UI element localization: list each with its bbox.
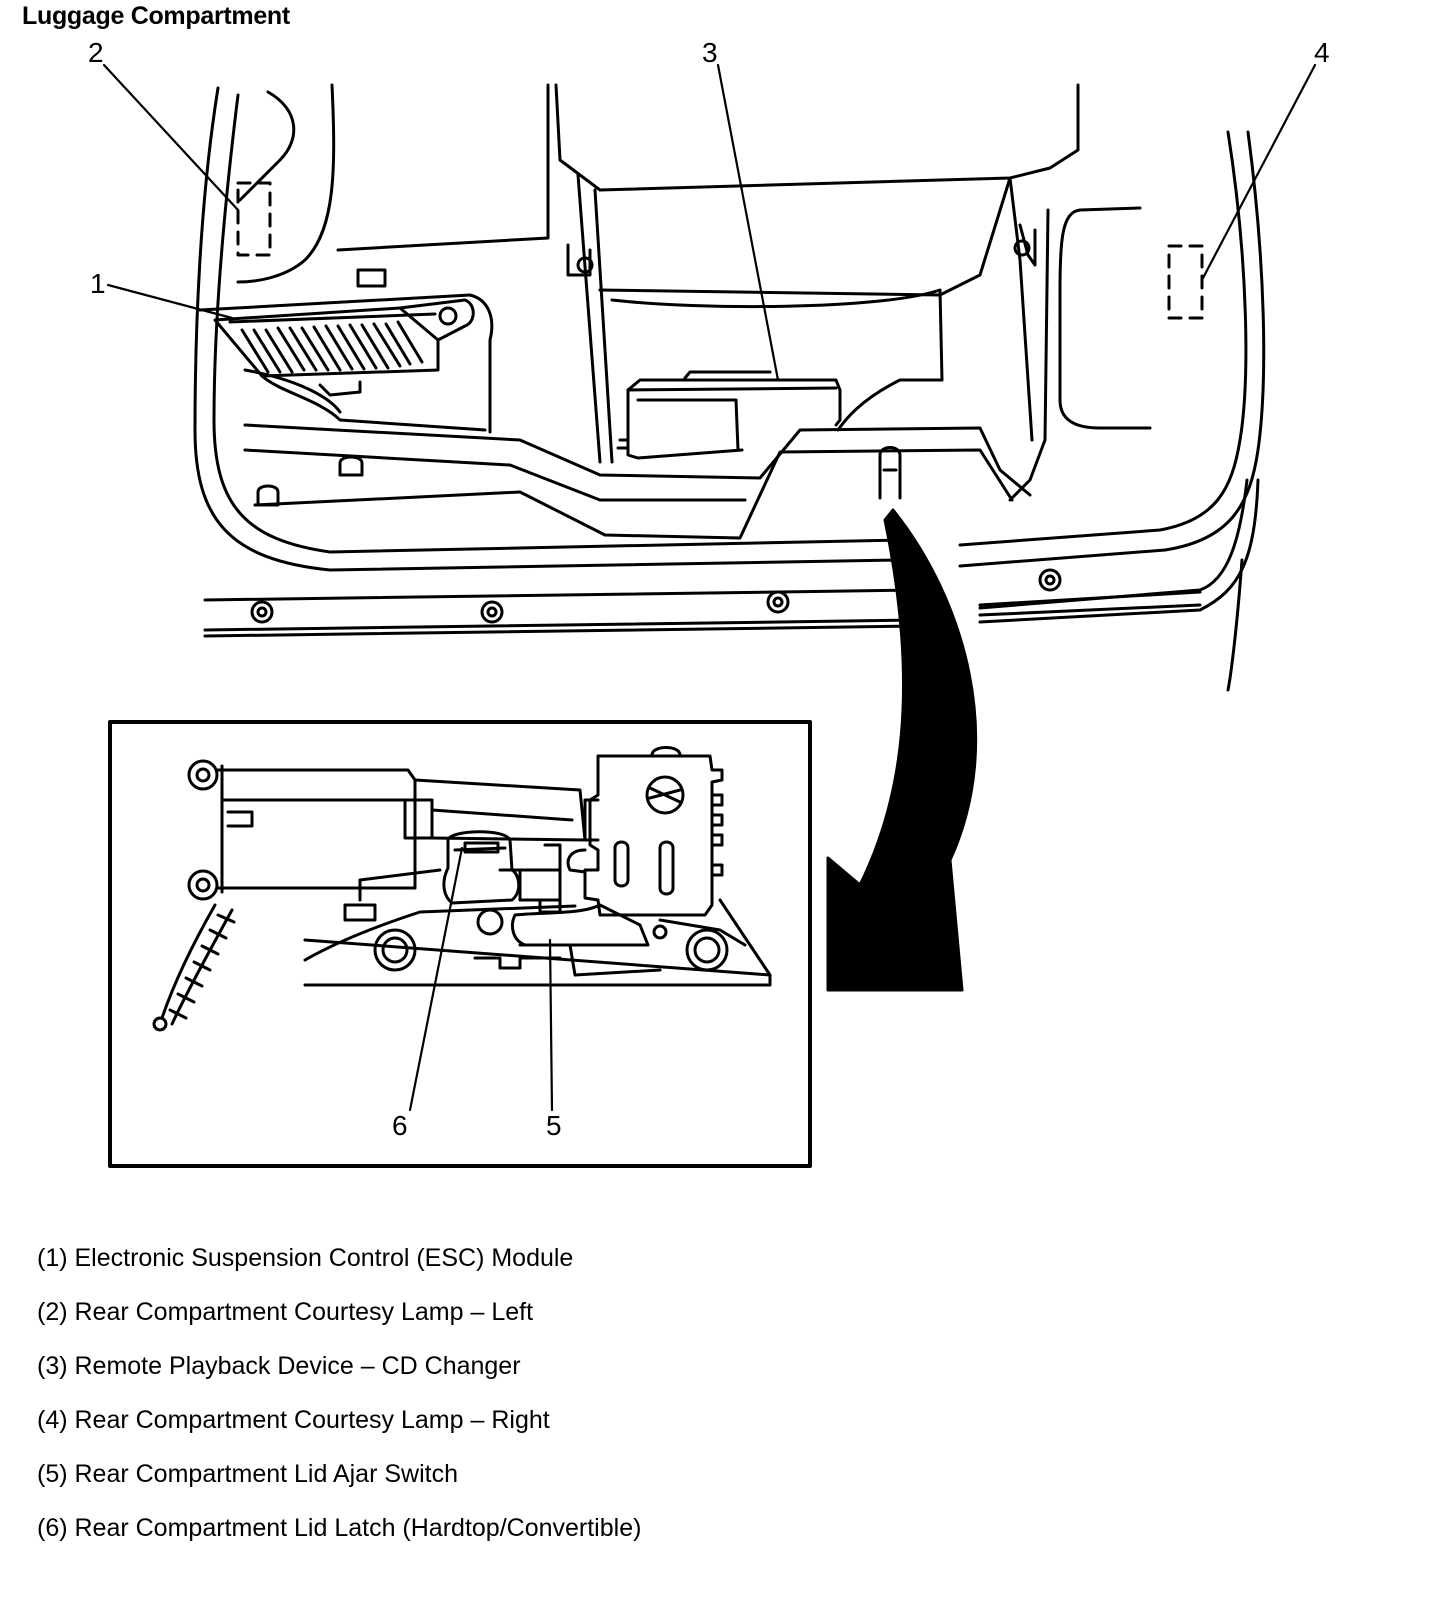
callout-5: 5 [546, 1110, 562, 1141]
rear-shelf [554, 83, 1152, 464]
courtesy-lamp-right [1167, 244, 1204, 320]
leader-6 [408, 846, 464, 1112]
legend-item-3: (3) Remote Playback Device – CD Changer [37, 1352, 521, 1380]
callout-6: 6 [392, 1110, 408, 1141]
legend-item-5: (5) Rear Compartment Lid Ajar Switch [37, 1460, 458, 1488]
latch-actuator [187, 759, 587, 901]
detail-view-arrow [826, 508, 978, 992]
legend-item-6: (6) Rear Compartment Lid Latch (Hardtop/… [37, 1514, 642, 1542]
lid-latch-body [442, 830, 562, 905]
leader-3 [716, 63, 780, 382]
callout-4: 4 [1314, 37, 1330, 68]
diagram-title: Luggage Compartment [22, 2, 290, 30]
actuator-cable [152, 903, 236, 1032]
inset-frame [108, 720, 812, 1168]
cd-changer [616, 370, 842, 460]
sill-bolts [250, 568, 1062, 624]
latch-bolts [373, 908, 729, 972]
legend-item-1: (1) Electronic Suspension Control (ESC) … [37, 1244, 574, 1272]
leader-lines [102, 63, 1317, 1112]
courtesy-lamp-left [236, 181, 272, 257]
right-trunk-wall [958, 130, 1266, 692]
leader-4 [1201, 63, 1317, 280]
callout-2: 2 [88, 37, 104, 68]
leader-1 [106, 283, 234, 320]
esc-module [198, 293, 494, 434]
latch-slot [878, 446, 902, 500]
callout-1: 1 [90, 268, 106, 299]
leader-2 [102, 63, 240, 212]
latch-housing [566, 746, 724, 917]
legend-item-2: (2) Rear Compartment Courtesy Lamp – Lef… [37, 1298, 534, 1326]
left-trunk-wall [193, 83, 902, 572]
callout-3: 3 [702, 37, 718, 68]
legend: (1) Electronic Suspension Control (ESC) … [37, 1240, 1037, 1564]
legend-item-4: (4) Rear Compartment Courtesy Lamp – Rig… [37, 1406, 550, 1434]
leader-5 [548, 938, 554, 1112]
trunk-floor-sill [203, 423, 1202, 638]
trim-clips [256, 223, 1037, 507]
